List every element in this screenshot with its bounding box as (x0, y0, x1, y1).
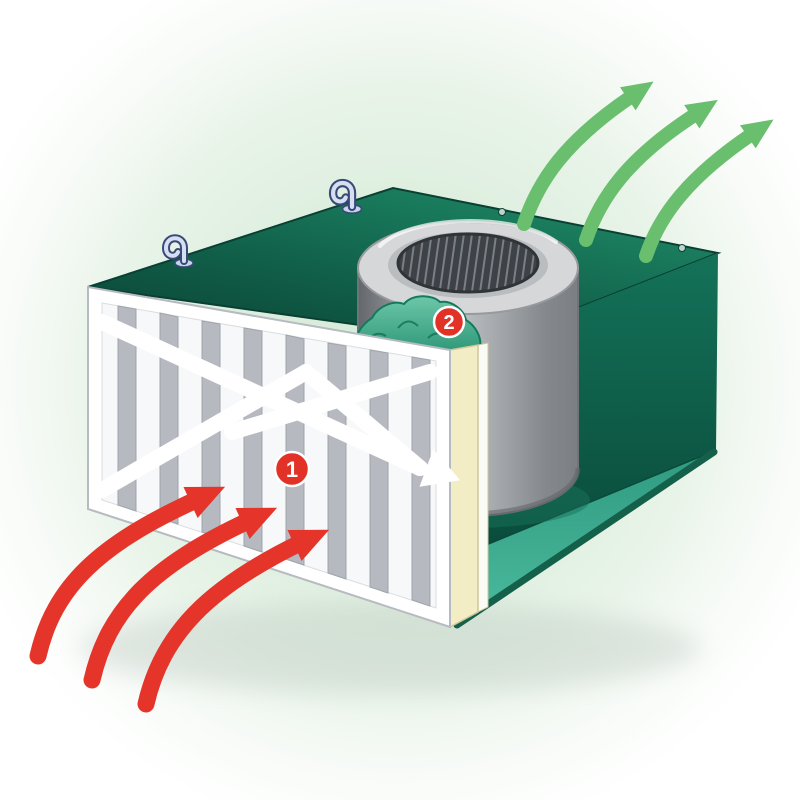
panel-back-edge (477, 342, 489, 613)
hanger-hook-left (161, 234, 194, 268)
badge-2: 2 (432, 305, 466, 339)
dirty-air-arrow-shaft (29, 491, 205, 665)
strap (298, 364, 428, 476)
pleat-bar (327, 342, 347, 580)
badge-1-circle (273, 450, 311, 488)
pleat-bar (117, 305, 137, 512)
badge-1-label: 1 (286, 457, 298, 482)
badge-1: 1 (273, 450, 311, 488)
dirty-air-arrows (29, 486, 330, 713)
drum-rim-highlight (378, 219, 558, 248)
clean-air-arrows (517, 81, 774, 263)
exhaust-mesh-icon (396, 232, 540, 294)
dirty-air-arrowhead-icon (183, 486, 226, 518)
dirty-air-arrow-shaft (137, 534, 309, 713)
pre-filter-panel (87, 285, 489, 629)
hook-icon-highlight (163, 236, 186, 263)
clean-air-arrow-shaft (517, 89, 639, 231)
clean-air-arrowhead-icon (620, 81, 654, 111)
filter-media-edge (449, 344, 479, 629)
debris-texture (367, 320, 447, 353)
badge-2-label: 2 (443, 312, 454, 334)
hook-icon-highlight (330, 180, 355, 209)
badge-2-circle (432, 305, 466, 339)
dirty-air-arrowhead-icon (235, 507, 278, 539)
strap (224, 364, 438, 440)
hanger-hook-right (328, 178, 363, 214)
rivet-icon (678, 244, 686, 252)
panel-inner (101, 302, 437, 609)
clean-air-arrowhead-icon (684, 99, 718, 129)
rivet-icon (498, 208, 506, 216)
pleat-bar (411, 356, 431, 607)
dirty-air-arrowhead-icon (287, 529, 330, 561)
clean-air-arrowhead-icon (740, 119, 774, 149)
ground-shadow (80, 602, 700, 694)
strap-arrowhead-icon (419, 449, 461, 487)
pleat-bar (369, 349, 389, 594)
floor-front-edge (453, 448, 718, 629)
filter-straps (94, 314, 438, 498)
clean-air-arrow-shaft (639, 127, 759, 263)
clean-air-arrow-shaft (579, 107, 703, 247)
strap (94, 364, 314, 498)
dirty-air-arrow-shaft (83, 512, 257, 689)
